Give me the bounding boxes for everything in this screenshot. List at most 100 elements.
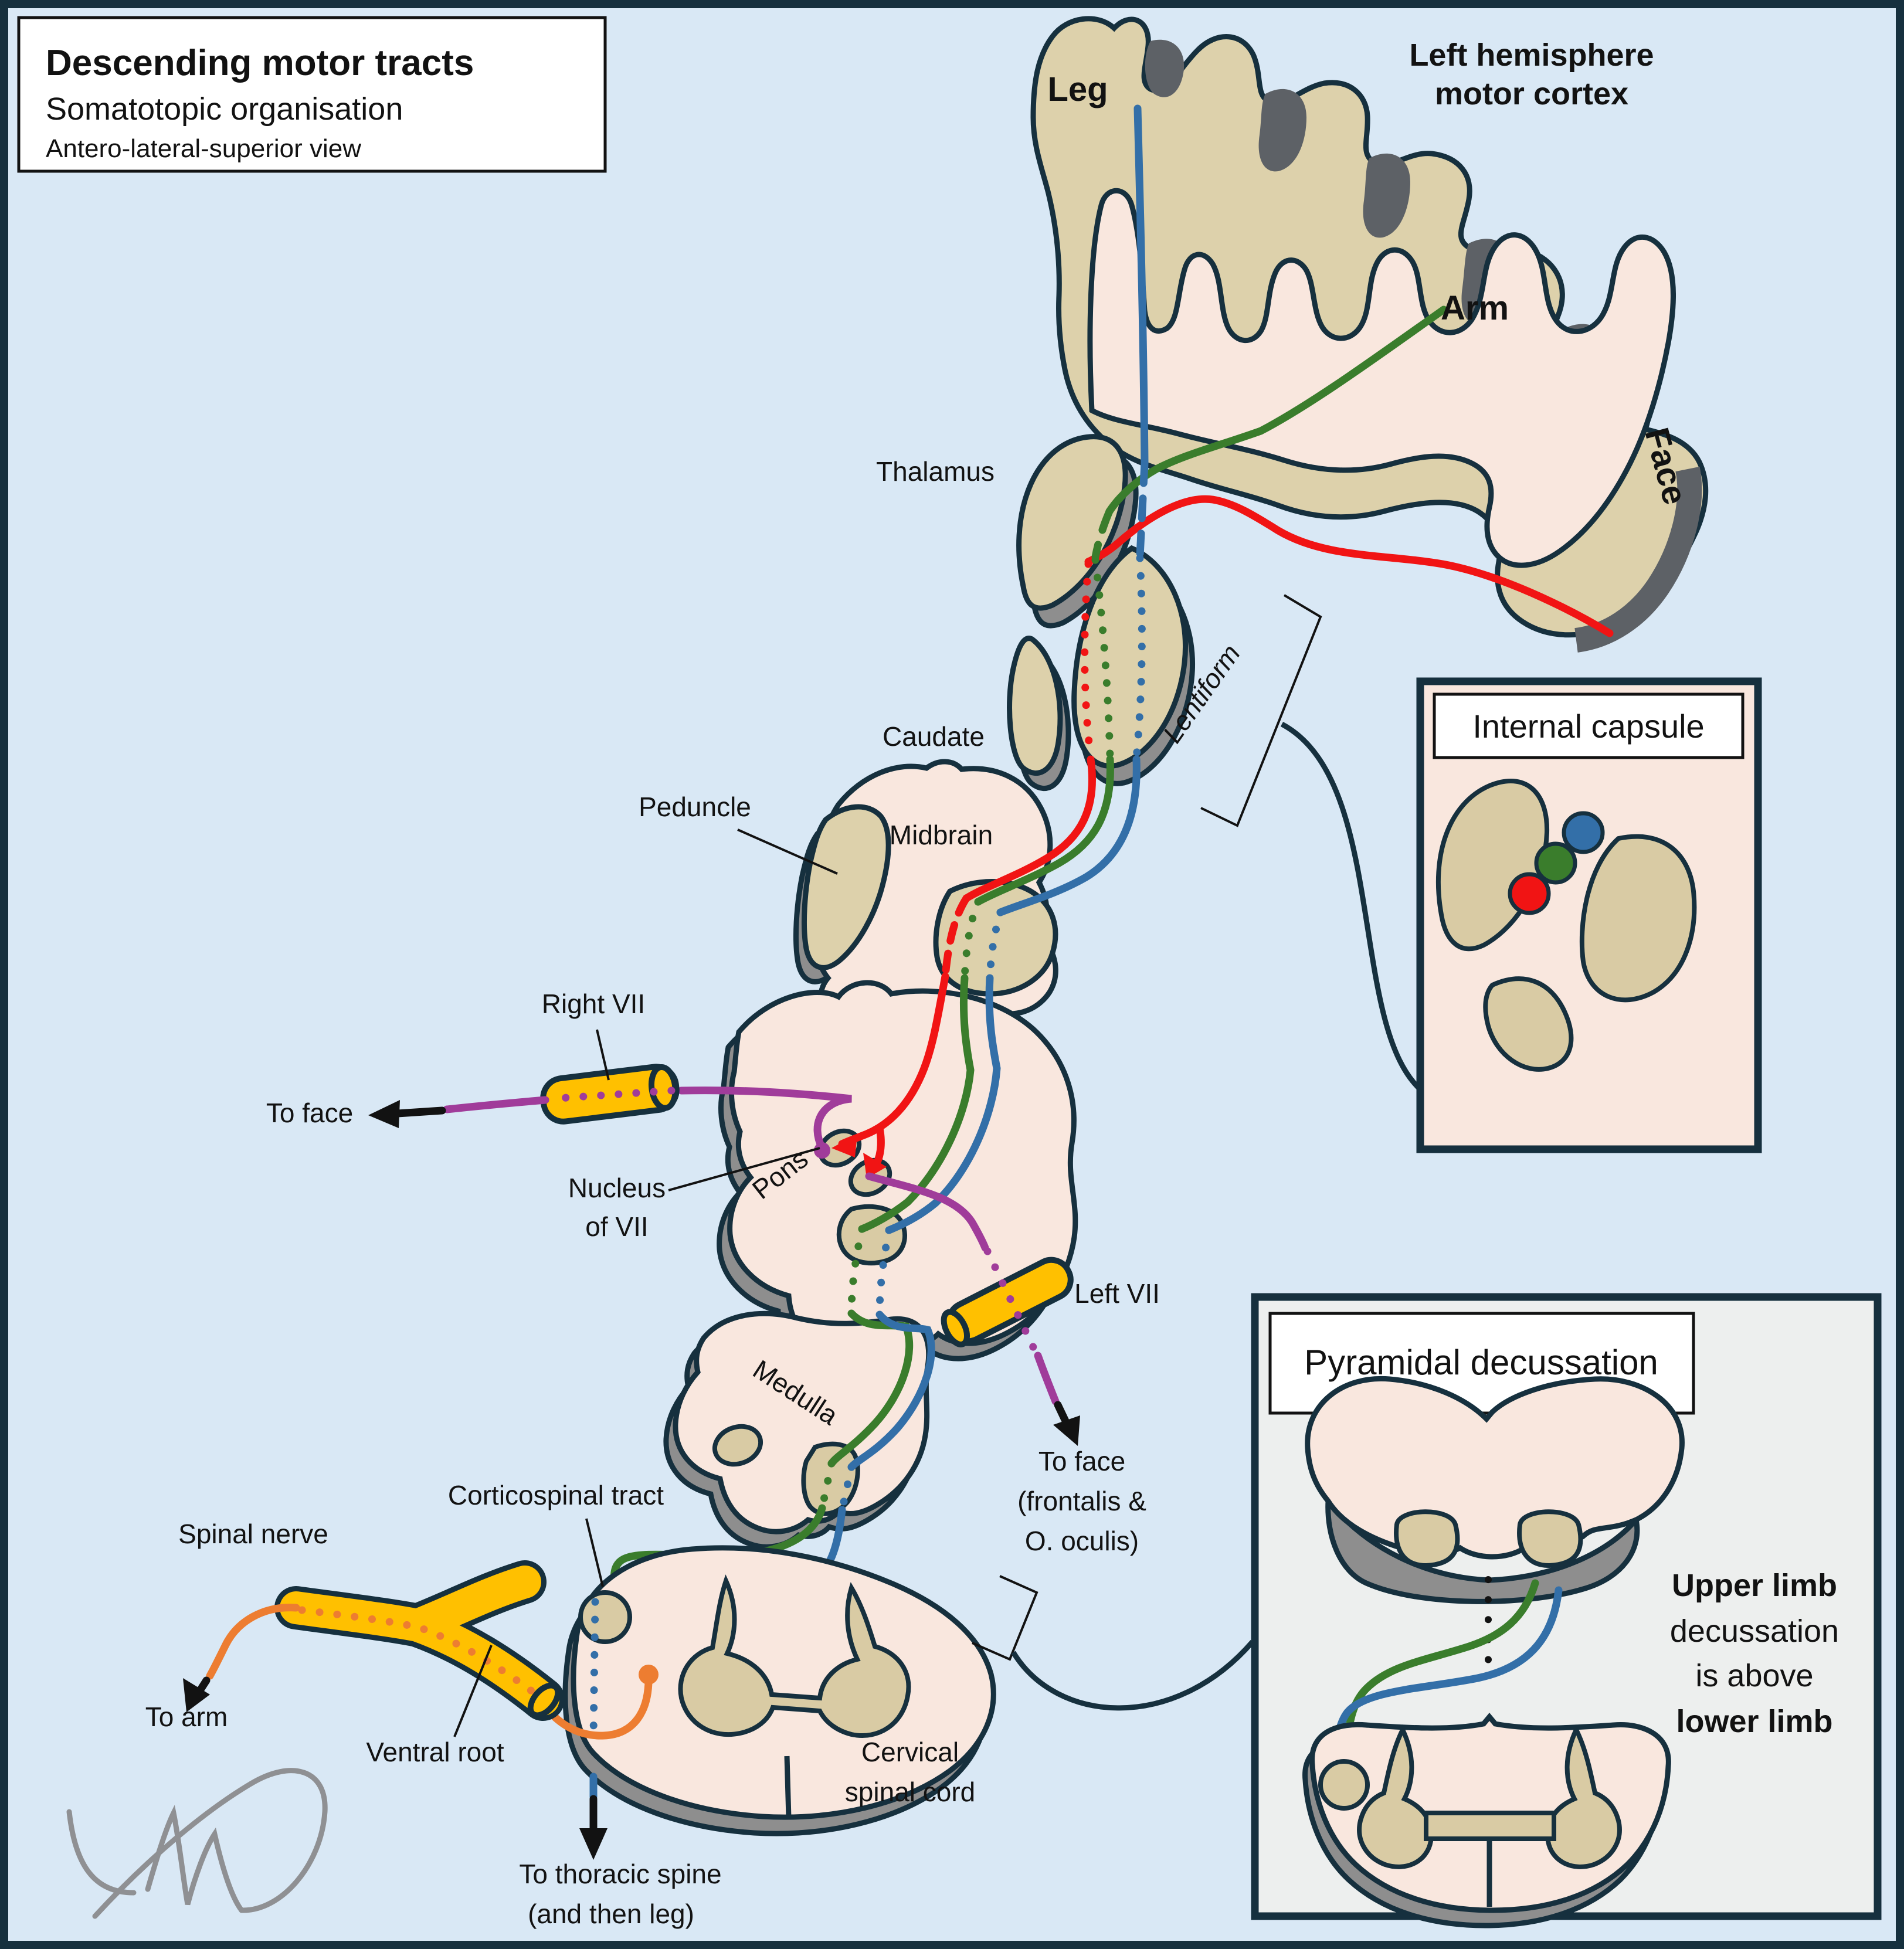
green-peduncle-dotted xyxy=(961,898,982,982)
to-face-left-arrowhead xyxy=(368,1100,400,1128)
cervical-cord-group: Cervical spinal cord To thoracic spine (… xyxy=(448,1480,1255,1929)
blue-cortex-segment xyxy=(1133,104,1149,466)
peduncle-label: Peduncle xyxy=(639,792,751,822)
nucleus-pointer xyxy=(668,1147,820,1191)
right-vii-label: Right VII xyxy=(542,989,645,1019)
right-vii-cylinder xyxy=(540,1064,680,1125)
leg-label: Leg xyxy=(1047,70,1108,108)
to-face-lower-line2: (frontalis & xyxy=(1017,1486,1146,1516)
orange-dotted-in-nerve xyxy=(298,1606,544,1701)
purple-left-exit xyxy=(1034,1352,1060,1405)
signature xyxy=(66,1768,328,1919)
blue-dashed-above-lentiform xyxy=(1136,459,1149,560)
left-vii-label: Left VII xyxy=(1074,1278,1160,1309)
right-nucleus-dot xyxy=(814,1142,830,1159)
red-pons-segment xyxy=(838,972,949,1148)
pd-pyramid-right xyxy=(1517,1509,1583,1568)
facial-nerve-group: To face Right VII Nucleus of VII Left VI… xyxy=(266,989,1160,1556)
lentiform-bracket xyxy=(1200,594,1322,827)
purple-left-dotted xyxy=(983,1247,1040,1356)
spinal-nerve-label: Spinal nerve xyxy=(178,1519,328,1549)
green-descending-segment xyxy=(974,755,1114,906)
signature-stroke-2 xyxy=(92,1781,254,1919)
ic-lentiform-shape xyxy=(1579,834,1697,1003)
cortex-heading-line2: motor cortex xyxy=(1435,76,1628,111)
left-vii-opening xyxy=(941,1309,970,1347)
pd-gray-matter-bridge xyxy=(1424,1811,1556,1841)
diagram-view-label: Antero-lateral-superior view xyxy=(46,134,361,163)
pd-note-line3: is above xyxy=(1695,1658,1813,1693)
to-face-left-label: To face xyxy=(266,1098,353,1128)
to-thoracic-arrowhead xyxy=(579,1828,607,1860)
red-descending-segment xyxy=(962,755,1097,902)
spinal-nerve-tube xyxy=(280,1566,559,1716)
blue-descending-segment xyxy=(996,755,1141,916)
purple-right-dotted xyxy=(546,1086,676,1103)
lentiform-shape xyxy=(1071,545,1188,769)
diagram-title: Descending motor tracts xyxy=(46,43,474,83)
red-arrowhead-left-nucleus xyxy=(863,1153,887,1179)
orange-to-arm xyxy=(206,1604,300,1680)
internal-capsule-connector xyxy=(1280,722,1421,1091)
olive-shape xyxy=(712,1424,763,1467)
signature-stroke-1 xyxy=(66,1809,137,1896)
right-vii-pointer xyxy=(596,1029,610,1081)
red-peduncle-dashed xyxy=(941,894,970,980)
ic-face-dot xyxy=(1508,872,1551,915)
cervical-label-line2: spinal cord xyxy=(845,1777,975,1807)
green-pons-segment xyxy=(858,974,975,1233)
arm-label: Arm xyxy=(1441,289,1509,327)
pd-pyramid-left xyxy=(1394,1509,1460,1568)
caudate-shape xyxy=(1007,636,1063,776)
cord-body xyxy=(571,1545,996,1820)
corticospinal-pointer xyxy=(585,1518,604,1587)
pd-gray-matter-left xyxy=(1357,1724,1434,1869)
midbrain-label: Midbrain xyxy=(890,820,993,850)
red-cortex-segment xyxy=(1084,495,1614,637)
sulcus-shadow-1 xyxy=(1145,39,1185,97)
left-peduncle xyxy=(802,804,891,970)
cervical-label-line1: Cervical xyxy=(861,1737,959,1767)
corticospinal-tract-label: Corticospinal tract xyxy=(448,1480,664,1510)
blue-medulla-segment xyxy=(847,1310,935,1471)
thalamus-shape xyxy=(1016,434,1128,611)
title-box: Descending motor tracts Somatotopic orga… xyxy=(17,16,607,173)
spinal-nerve-group: Spinal nerve To arm Ventral root xyxy=(145,1519,565,1767)
to-thoracic-line1: To thoracic spine xyxy=(519,1859,721,1889)
signature-stroke-3 xyxy=(145,1805,245,1913)
to-face-lower-arrowhead xyxy=(1053,1415,1080,1446)
midbrain-group: Midbrain Peduncle xyxy=(639,759,1058,1034)
ic-thalamus-shape xyxy=(1483,976,1574,1072)
cord-gray-matter xyxy=(678,1574,911,1738)
orange-ventral-exit xyxy=(540,1670,653,1740)
internal-capsule-title-box xyxy=(1433,692,1745,759)
to-face-left-arrow-shaft xyxy=(393,1106,446,1118)
ventral-root-opening xyxy=(527,1682,561,1719)
red-arrowhead-right-nucleus xyxy=(831,1134,857,1157)
sulcus-shadow-2 xyxy=(1258,89,1306,172)
to-face-lower-line1: To face xyxy=(1038,1446,1125,1476)
purple-right-exit xyxy=(443,1096,549,1113)
diagram-subtitle: Somatotopic organisation xyxy=(46,91,403,127)
pd-note-line1: Upper limb xyxy=(1672,1568,1837,1603)
peduncle-pointer xyxy=(737,829,838,875)
blue-lentiform-dotted xyxy=(1132,554,1146,762)
ic-leg-dot xyxy=(1562,811,1605,854)
nucleus-label-line1: Nucleus xyxy=(568,1173,666,1203)
blue-peduncle-dotted xyxy=(986,908,1004,982)
purple-right-loop xyxy=(677,1086,852,1152)
cortex-heading-line1: Left hemisphere xyxy=(1409,38,1654,73)
to-thoracic-line2: (and then leg) xyxy=(528,1899,694,1929)
blue-cord-dotted xyxy=(589,1598,599,1741)
ventral-root-pointer xyxy=(453,1645,493,1737)
purple-left-descending xyxy=(865,1172,989,1252)
medulla-group: Medulla xyxy=(663,1310,932,1550)
pd-medulla-shadow xyxy=(1325,1494,1640,1604)
pyramidal-inset-connector xyxy=(1011,1640,1255,1711)
ventral-root-label: Ventral root xyxy=(366,1737,504,1767)
nucleus-label-line2: of VII xyxy=(585,1211,648,1242)
to-arm-arrowhead xyxy=(183,1678,210,1712)
internal-capsule-title: Internal capsule xyxy=(1472,708,1704,745)
